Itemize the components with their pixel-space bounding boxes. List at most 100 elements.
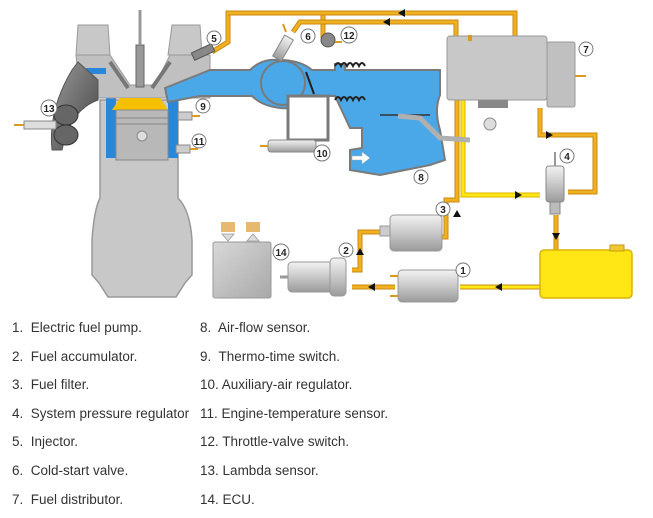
intake-valve	[108, 60, 130, 90]
svg-text:8: 8	[418, 173, 424, 184]
callout-12: 12	[340, 26, 358, 44]
legend-label: Fuel distributor.	[30, 491, 124, 507]
legend-item: 8. Air-flow sensor.	[200, 318, 388, 347]
callout-7: 7	[578, 41, 594, 57]
lambda-sensor	[23, 120, 57, 130]
coolant-right	[168, 98, 178, 158]
legend-number: 12.	[200, 434, 219, 450]
callout-14: 14	[272, 243, 290, 261]
legend-item: 2. Fuel accumulator.	[12, 347, 189, 376]
legend-number: 7.	[12, 491, 24, 507]
spark-plug	[135, 44, 145, 88]
coolant-left	[106, 98, 116, 158]
flow-arrow	[383, 18, 390, 26]
flow-arrows	[356, 9, 560, 291]
legend-label: System pressure regulator	[30, 405, 190, 421]
legend-item: 7. Fuel distributor.	[12, 490, 189, 518]
fuel-line-filter-accumulator	[352, 229, 380, 273]
callout-8: 8	[413, 169, 429, 185]
svg-text:2: 2	[343, 246, 349, 257]
legend-number: 3.	[12, 377, 24, 393]
legend-label: Throttle-valve switch.	[222, 434, 350, 450]
system-pressure-regulator	[545, 152, 565, 215]
legend-label: Auxiliary-air regulator.	[221, 377, 353, 393]
svg-text:1: 1	[460, 266, 466, 277]
callout-1: 1	[455, 262, 471, 278]
legend-label: ECU.	[222, 491, 255, 507]
svg-text:4: 4	[564, 152, 570, 163]
legend-label: Thermo-time switch.	[218, 348, 341, 364]
svg-text:14: 14	[275, 248, 287, 259]
callouts: 1 2 3 4 5 6 7 8 9 10 11 12 13 14	[40, 26, 594, 278]
ecu	[212, 222, 272, 299]
legend-label: Engine-temperature sensor.	[221, 405, 389, 421]
thermo-time-switch	[177, 111, 193, 121]
legend-number: 13.	[200, 462, 219, 478]
legend-item: 11. Engine-temperature sensor.	[200, 404, 388, 433]
svg-text:10: 10	[316, 149, 328, 160]
legend-number: 10.	[200, 377, 219, 393]
svg-text:12: 12	[343, 31, 355, 42]
throttle-valve-switch	[320, 32, 336, 48]
svg-text:7: 7	[583, 45, 589, 56]
legend-number: 11.	[200, 405, 218, 421]
flow-arrow	[453, 210, 461, 217]
flow-arrow	[368, 283, 375, 291]
engine-temperature-sensor	[175, 144, 191, 154]
fuel-line-top	[228, 10, 518, 38]
legend-number: 2.	[12, 348, 24, 364]
throttle-valve	[305, 71, 315, 95]
bellows-bottom	[334, 96, 366, 103]
engine	[14, 10, 216, 298]
combustion-chamber	[112, 98, 168, 110]
flow-arrow	[356, 248, 364, 255]
legend-label: Cold-start valve.	[30, 462, 129, 478]
legend-item: 10. Auxiliary-air regulator.	[200, 375, 388, 404]
fuel-tank	[539, 244, 633, 299]
auxiliary-air-regulator	[267, 139, 317, 153]
flow-arrow	[515, 191, 522, 199]
legend-item: 3. Fuel filter.	[12, 375, 189, 404]
legend-item: 14. ECU.	[200, 490, 388, 518]
flow-arrow	[398, 9, 405, 17]
legend-number: 5.	[12, 434, 24, 450]
plenum	[260, 60, 306, 106]
fuel-distributor	[446, 35, 586, 131]
legend-item: 5. Injector.	[12, 432, 189, 461]
intake-cam-cover	[75, 24, 111, 56]
svg-text:6: 6	[305, 32, 311, 43]
air-intake	[163, 23, 471, 177]
legend-label: Electric fuel pump.	[30, 320, 142, 335]
callout-3: 3	[435, 201, 451, 217]
callout-11: 11	[191, 133, 207, 149]
legend-number: 8.	[200, 320, 212, 335]
legend-left-column: 1. Electric fuel pump. 2. Fuel accumulat…	[12, 318, 189, 518]
legend-item: 12. Throttle-valve switch.	[200, 432, 388, 461]
svg-text:5: 5	[211, 34, 217, 45]
legend-item: 4. System pressure regulator	[12, 404, 189, 433]
legend-number: 6.	[12, 462, 24, 478]
auxiliary-air-regulator-duct	[286, 94, 330, 142]
svg-text:3: 3	[440, 205, 446, 216]
callout-9: 9	[195, 98, 211, 114]
legend-item: 9. Thermo-time switch.	[200, 347, 388, 376]
flow-arrow	[495, 283, 502, 291]
svg-text:11: 11	[194, 137, 205, 148]
legend-label: Injector.	[30, 434, 79, 450]
flow-arrow	[552, 233, 560, 240]
legend-label: Fuel filter.	[30, 377, 90, 393]
legend-label: Lambda sensor.	[222, 462, 319, 478]
fuel-system-diagram: 1 2 3 4 5 6 7 8 9 10 11 12 13 14	[14, 9, 633, 303]
sensor-lever	[397, 113, 471, 143]
fuel-accumulator	[280, 257, 347, 297]
svg-text:13: 13	[43, 104, 55, 115]
air-inlet-arrow	[351, 151, 371, 165]
legend-number: 4.	[12, 405, 24, 421]
callout-2: 2	[338, 242, 354, 258]
bellows-top	[334, 62, 366, 69]
callout-6: 6	[300, 28, 316, 44]
injector	[190, 43, 216, 61]
legend-item: 1. Electric fuel pump.	[12, 318, 189, 347]
callout-13: 13	[40, 99, 58, 117]
electric-fuel-pump	[390, 269, 459, 303]
